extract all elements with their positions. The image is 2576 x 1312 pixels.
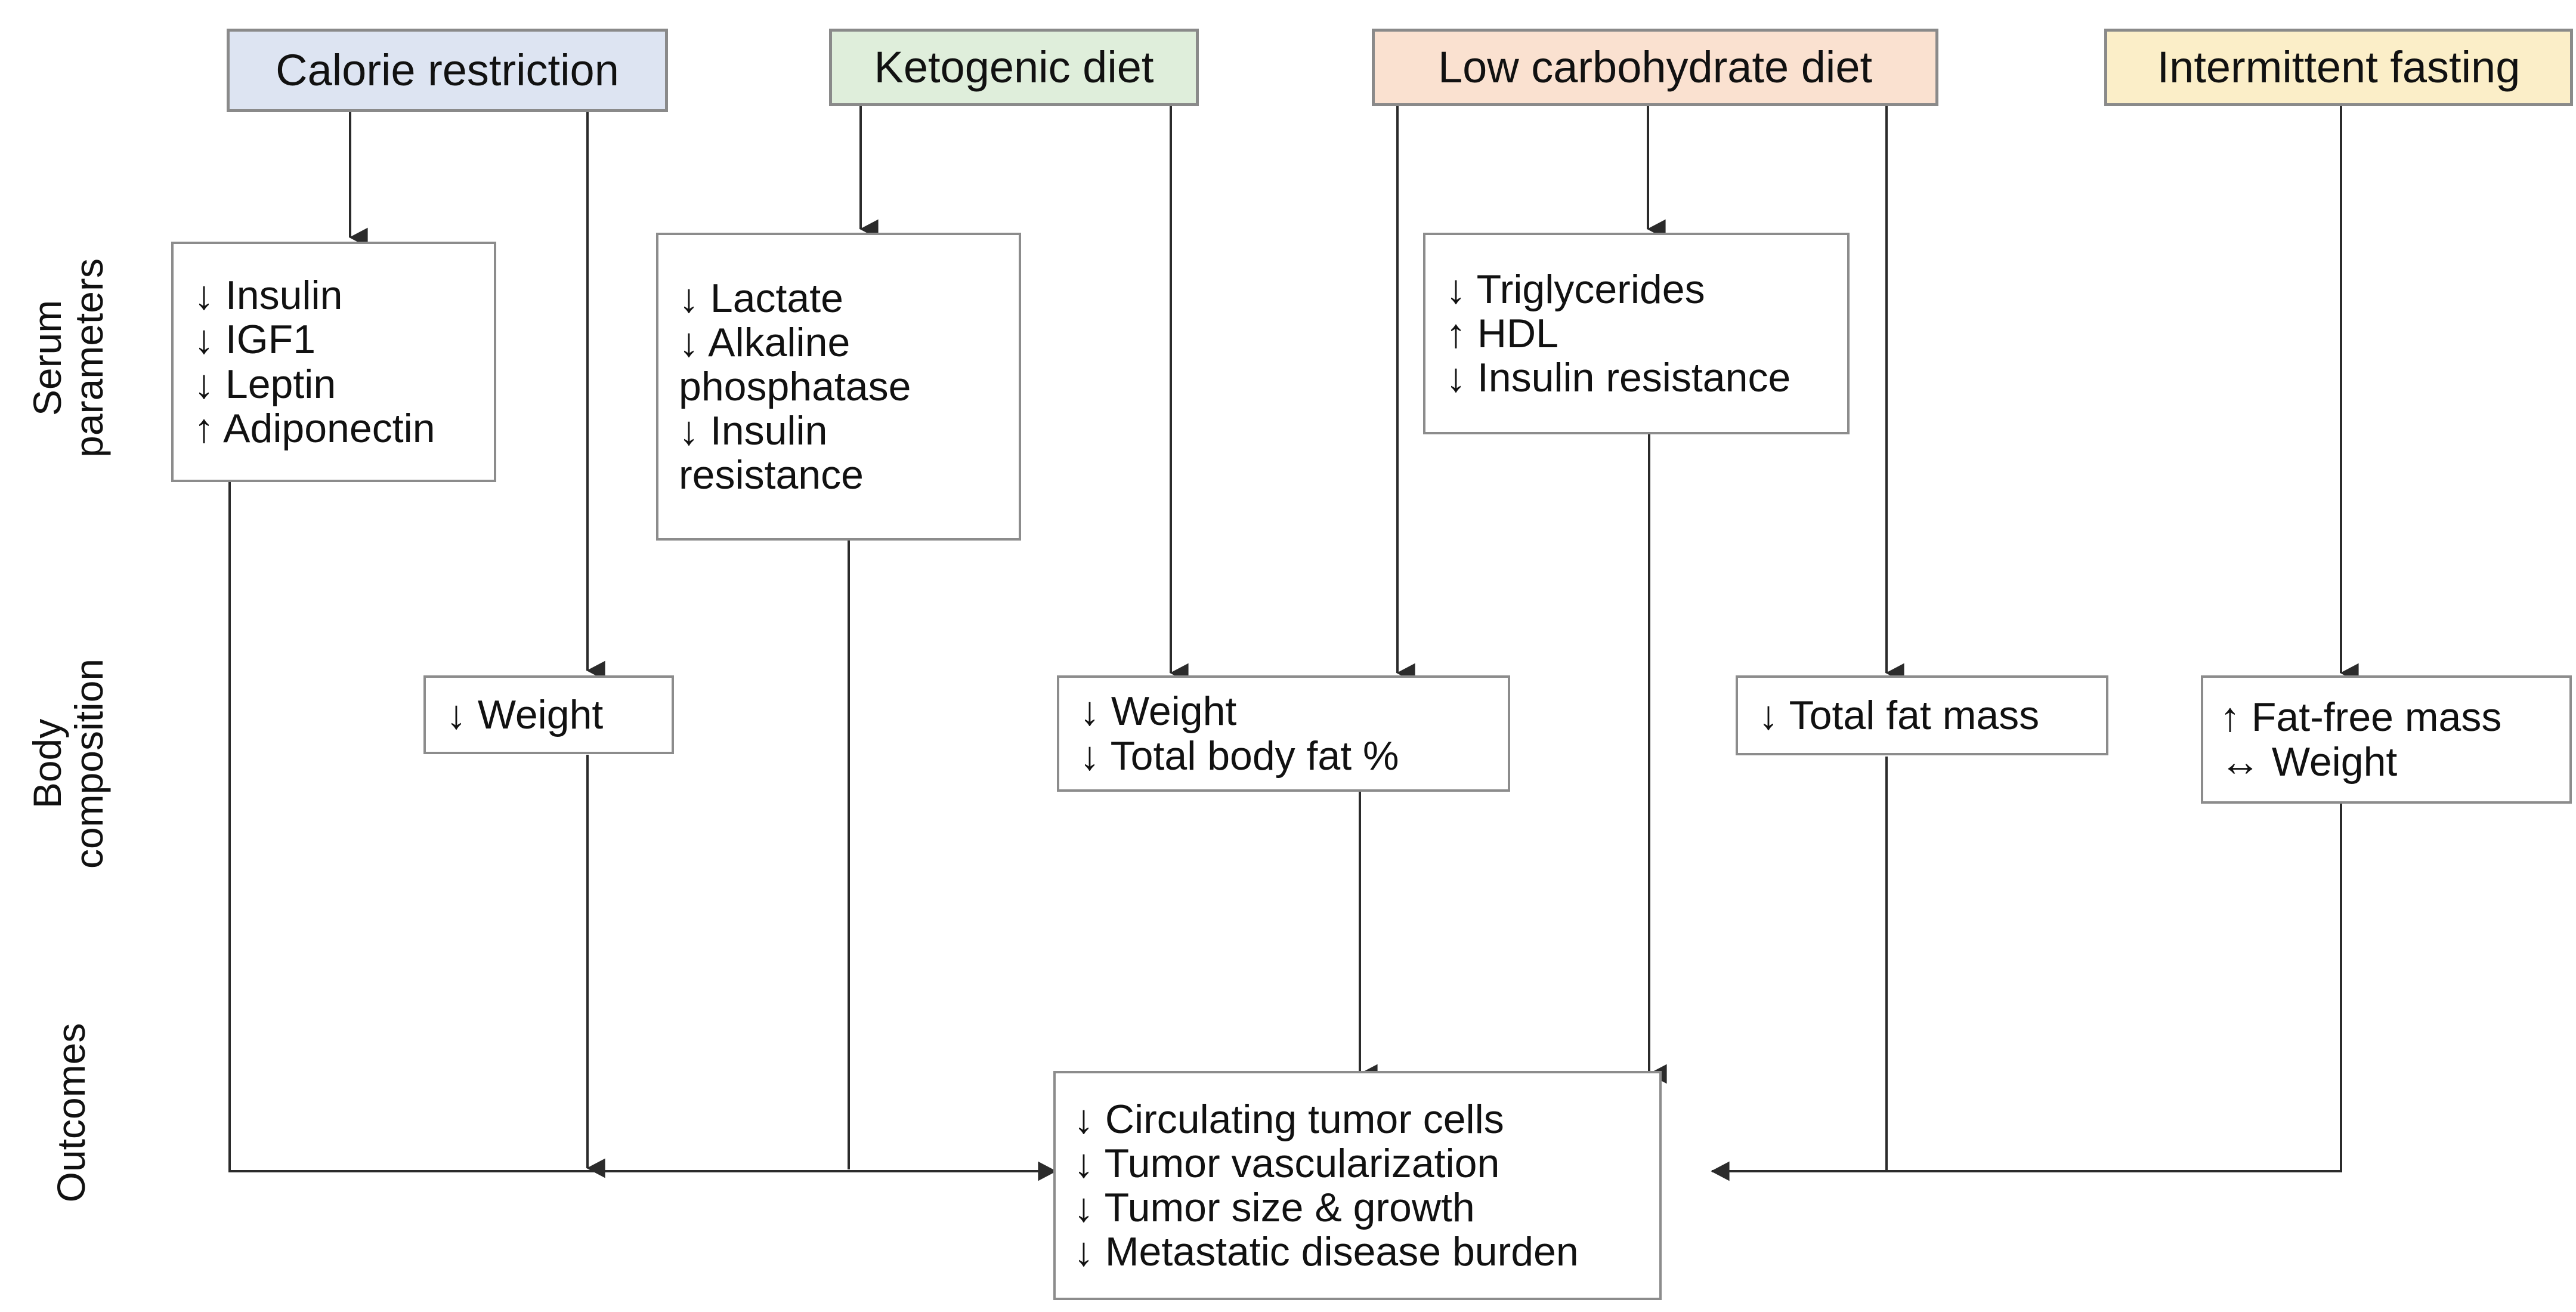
list-item: ↓ Leptin — [194, 361, 336, 407]
diet-label-low-carbohydrate-diet: Low carbohydrate diet — [1437, 42, 1873, 92]
list-item: ↓ Insulin — [194, 273, 343, 319]
list-item: ↓ Insulin resistance — [1446, 355, 1791, 401]
list-item: ↓ IGF1 — [194, 317, 316, 363]
list-item: ↑ Fat-free mass — [2220, 694, 2502, 740]
body-list-fat-free-mass: ↑ Fat-free mass ↔ Weight — [2203, 695, 2569, 783]
serum-list-low-carb: ↓ Triglycerides ↑ HDL ↓ Insulin resistan… — [1425, 267, 1847, 400]
list-item: ↓ Alkaline phosphatase — [679, 319, 911, 409]
diet-box-low-carbohydrate-diet[interactable]: Low carbohydrate diet — [1372, 29, 1938, 106]
outcomes-box[interactable]: ↓ Circulating tumor cells ↓ Tumor vascul… — [1053, 1071, 1662, 1300]
list-item: ↓ Weight — [1080, 689, 1237, 734]
body-list-total-fat-mass: ↓ Total fat mass — [1738, 693, 2106, 737]
edge-serum-cr-to-outcomes — [228, 482, 1057, 1181]
body-box-weight-total-body-fat[interactable]: ↓ Weight ↓ Total body fat % — [1057, 675, 1510, 792]
body-list-weight: ↓ Weight — [426, 693, 672, 737]
list-item: ↓ Tumor size & growth — [1074, 1185, 1475, 1230]
list-item: ↓ Weight — [446, 691, 604, 737]
serum-list-ketogenic: ↓ Lactate ↓ Alkaline phosphatase ↓ Insul… — [658, 276, 1019, 498]
serum-box-ketogenic[interactable]: ↓ Lactate ↓ Alkaline phosphatase ↓ Insul… — [656, 233, 1021, 541]
edge-fatfree-to-outcomes — [1711, 802, 2342, 1181]
row-label-body-composition: Body composition — [25, 658, 111, 869]
list-item: ↓ Total fat mass — [1758, 692, 2040, 738]
diet-box-ketogenic-diet[interactable]: Ketogenic diet — [829, 29, 1199, 106]
body-box-fat-free-mass[interactable]: ↑ Fat-free mass ↔ Weight — [2201, 675, 2572, 804]
body-box-total-fat-mass[interactable]: ↓ Total fat mass — [1736, 675, 2108, 755]
list-item: ↑ Adiponectin — [194, 405, 435, 451]
outcomes-list: ↓ Circulating tumor cells ↓ Tumor vascul… — [1056, 1097, 1659, 1274]
diet-label-intermittent-fasting: Intermittent fasting — [2157, 42, 2521, 92]
list-item: ↓ Triglycerides — [1446, 266, 1705, 312]
list-item: ↓ Lactate — [679, 275, 843, 321]
serum-box-calorie-restriction[interactable]: ↓ Insulin ↓ IGF1 ↓ Leptin ↑ Adiponectin — [171, 242, 496, 482]
list-item: ↓ Total body fat % — [1080, 733, 1399, 779]
row-label-serum-parameters: Serum parameters — [25, 258, 111, 458]
serum-list-calorie-restriction: ↓ Insulin ↓ IGF1 ↓ Leptin ↑ Adiponectin — [174, 273, 494, 450]
list-item: ↑ HDL — [1446, 310, 1558, 356]
diet-label-ketogenic-diet: Ketogenic diet — [874, 42, 1154, 92]
diet-label-calorie-restriction: Calorie restriction — [276, 45, 619, 95]
list-item: ↓ Circulating tumor cells — [1074, 1096, 1504, 1142]
diet-box-calorie-restriction[interactable]: Calorie restriction — [227, 29, 668, 112]
body-list-weight-total-body-fat: ↓ Weight ↓ Total body fat % — [1059, 689, 1508, 777]
row-label-outcomes: Outcomes — [49, 1023, 94, 1203]
diet-box-intermittent-fasting[interactable]: Intermittent fasting — [2104, 29, 2573, 106]
list-item: ↓ Insulin resistance — [679, 408, 864, 498]
serum-box-low-carb[interactable]: ↓ Triglycerides ↑ HDL ↓ Insulin resistan… — [1423, 233, 1850, 434]
list-item: ↓ Tumor vascularization — [1074, 1140, 1500, 1186]
list-item: ↔ Weight — [2220, 739, 2398, 785]
body-box-weight[interactable]: ↓ Weight — [423, 675, 674, 754]
list-item: ↓ Metastatic disease burden — [1074, 1229, 1579, 1275]
